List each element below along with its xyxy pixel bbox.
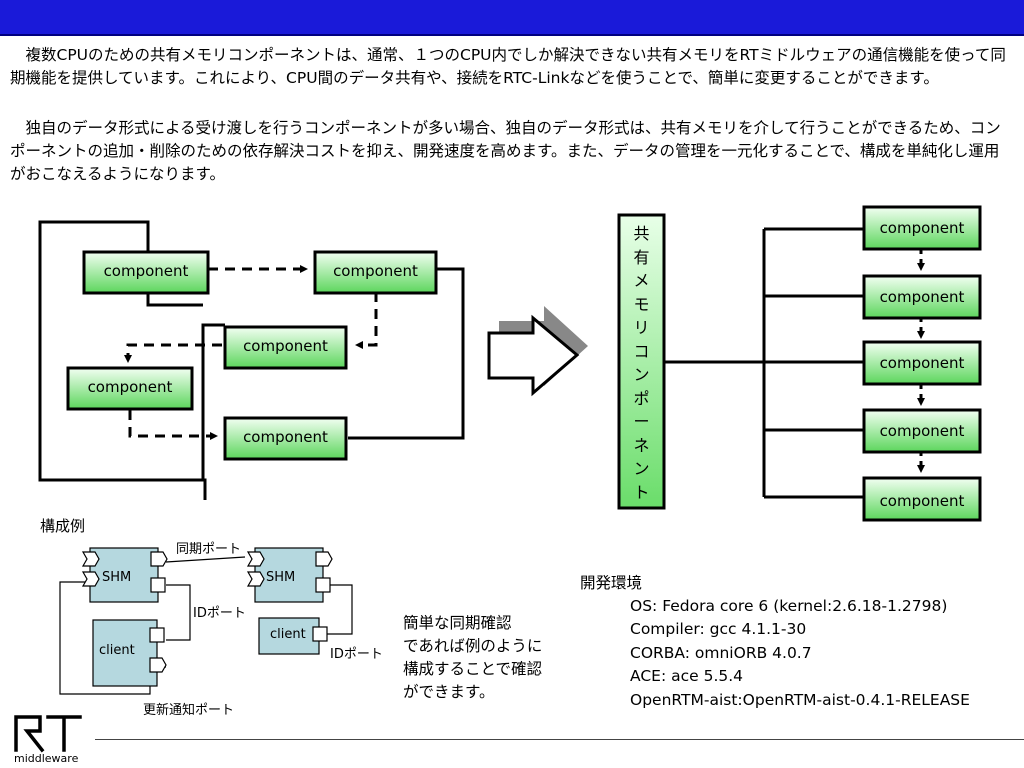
- dev-env-openrtm: OpenRTM-aist:OpenRTM-aist-0.4.1-RELEASE: [630, 691, 970, 709]
- left-component-5: [223, 416, 348, 461]
- client-left-label: client: [99, 643, 135, 658]
- id-port-label-left: IDポート: [193, 606, 246, 621]
- intro-paragraph-1: 複数CPUのための共有メモリコンポーネントは、通常、１つのCPU内でしか解決でき…: [10, 46, 1006, 87]
- shared-memory-char: モ: [633, 294, 650, 314]
- right-component-4: [862, 408, 982, 454]
- client-module-left: [92, 619, 167, 687]
- transform-arrow-icon: [487, 306, 588, 397]
- rt-middleware-logo: [14, 715, 82, 753]
- right-component-1: [862, 205, 982, 251]
- id-port-label-right: IDポート: [330, 647, 383, 662]
- shared-memory-char: 共: [633, 224, 650, 243]
- intro-paragraph-2: 独自のデータ形式による受け渡しを行うコンポーネントが多い場合、独自のデータ形式は…: [10, 119, 1001, 183]
- left-component-3: [223, 325, 348, 370]
- right-bus-lines: [664, 227, 864, 499]
- dev-env-ace: ACE: ace 5.5.4: [630, 667, 744, 685]
- left-component-1-label: component: [103, 262, 189, 280]
- note-line: ができます。: [403, 683, 495, 701]
- right-component-1-label: component: [879, 219, 965, 237]
- note-line: 簡単な同期確認: [403, 614, 512, 632]
- example-heading: 構成例: [40, 517, 86, 535]
- shared-memory-char: ネ: [633, 435, 650, 455]
- shm-right-label: SHM: [266, 570, 296, 585]
- shm-module-left: [81, 547, 168, 603]
- footer-divider: [95, 739, 1024, 740]
- right-component-2: [862, 274, 982, 320]
- left-component-2-label: component: [333, 262, 418, 280]
- left-component-4: [66, 366, 194, 411]
- note-line: 構成することで確認: [403, 660, 543, 678]
- shared-memory-char: ー: [633, 412, 650, 431]
- right-component-2-label: component: [879, 288, 965, 306]
- client-right-label: client: [270, 627, 306, 642]
- shared-memory-char: リ: [633, 318, 650, 337]
- shared-memory-char: ポ: [633, 388, 650, 408]
- shared-memory-char: ン: [633, 459, 650, 478]
- sync-port-label: 同期ポート: [176, 542, 242, 557]
- shm-module-right: [246, 547, 333, 603]
- title-bar: [0, 0, 1024, 36]
- left-component-2: [313, 250, 438, 295]
- right-component-5-label: component: [879, 492, 965, 510]
- shared-memory-char: 有: [633, 247, 650, 267]
- sync-check-note: 簡単な同期確認 であれば例のように 構成することで確認 ができます。: [403, 612, 542, 704]
- dev-env-os: OS: Fedora core 6 (kernel:2.6.18-1.2798): [630, 597, 948, 615]
- dev-env-compiler: Compiler: gcc 4.1.1-30: [630, 620, 807, 638]
- dev-env-corba: CORBA: omniORB 4.0.7: [630, 644, 812, 662]
- left-component-1: [82, 250, 210, 295]
- right-component-3: [862, 340, 982, 386]
- note-line: であれば例のように: [403, 637, 543, 655]
- left-dashed-arrows: [124, 265, 378, 440]
- shared-memory-char: コ: [633, 341, 650, 361]
- logo-text: middleware: [14, 752, 79, 765]
- shared-memory-char: ン: [633, 365, 650, 384]
- dev-env-heading: 開発環境: [580, 574, 643, 592]
- right-component-4-label: component: [879, 422, 965, 440]
- shared-memory-label: 共 有 メ モ リ コ ン ポ ー ネ ン ト: [619, 222, 664, 504]
- right-component-3-label: component: [879, 354, 965, 372]
- left-component-4-label: component: [87, 378, 173, 396]
- shared-memory-char: ト: [633, 482, 650, 502]
- shm-left-label: SHM: [102, 570, 132, 585]
- client-module-right: [258, 617, 328, 655]
- right-component-5: [862, 476, 982, 522]
- left-component-5-label: component: [243, 428, 328, 446]
- update-port-label: 更新通知ポート: [143, 703, 235, 718]
- left-component-3-label: component: [243, 337, 328, 355]
- shared-memory-char: メ: [633, 271, 650, 290]
